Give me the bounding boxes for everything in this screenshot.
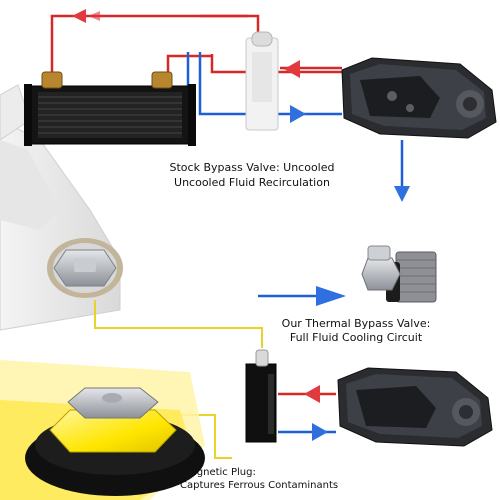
magnetic-plug-icon: [0, 360, 205, 500]
magnetic-plug-title: Magnetic Plug:: [182, 467, 256, 478]
bypass-valve-icon: [245, 31, 279, 131]
thermal-bypass-valve-icon: [361, 245, 437, 303]
lower-bypass-valve-icon: [245, 349, 277, 443]
thermal-bypass-title: Our Thermal Bypass Valve:: [281, 317, 431, 330]
thermal-bypass-subtitle: Full Fluid Cooling Circuit: [289, 331, 423, 344]
stock-bypass-title: Stock Bypass Valve: Uncooled: [169, 161, 335, 174]
oil-cooler-icon: [24, 71, 196, 146]
drain-plug-icon: [53, 249, 117, 287]
stock-bypass-subtitle: Uncooled Fluid Recirculation: [174, 176, 330, 189]
transmission-icon: [341, 57, 497, 139]
magnetic-plug-subtitle: Captures Ferrous Contaminants: [180, 480, 339, 491]
transmission-icon-lower: [337, 367, 493, 447]
